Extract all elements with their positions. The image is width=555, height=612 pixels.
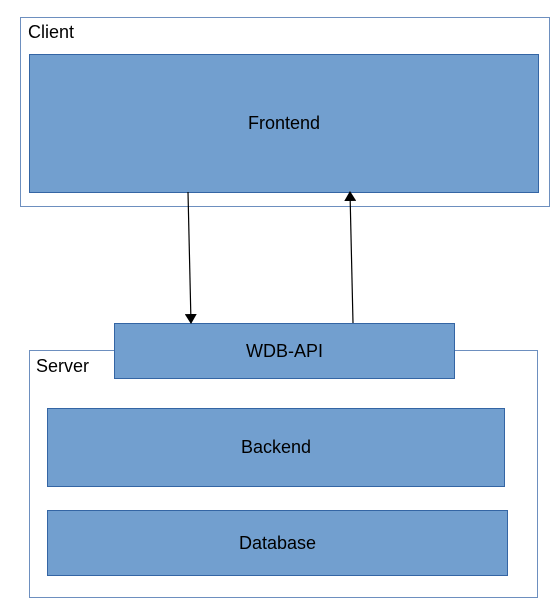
backend-box[interactable]: Backend [47, 408, 505, 487]
api-to-frontend-arrow [344, 191, 357, 324]
wdb-api-box[interactable]: WDB-API [114, 323, 455, 379]
backend-label: Backend [240, 437, 312, 457]
wdb-api-label: WDB-API [245, 340, 323, 361]
frontend-to-api-arrow [184, 191, 197, 324]
client-container: Client Frontend [20, 17, 550, 207]
frontend-box[interactable]: Frontend [29, 54, 539, 193]
client-label: Client [28, 22, 75, 42]
database-box[interactable]: Database [47, 510, 508, 576]
database-label: Database [238, 532, 317, 553]
server-container: Server Backend Database [29, 350, 538, 598]
frontend-label: Frontend [247, 113, 321, 133]
server-label: Server [36, 356, 90, 376]
